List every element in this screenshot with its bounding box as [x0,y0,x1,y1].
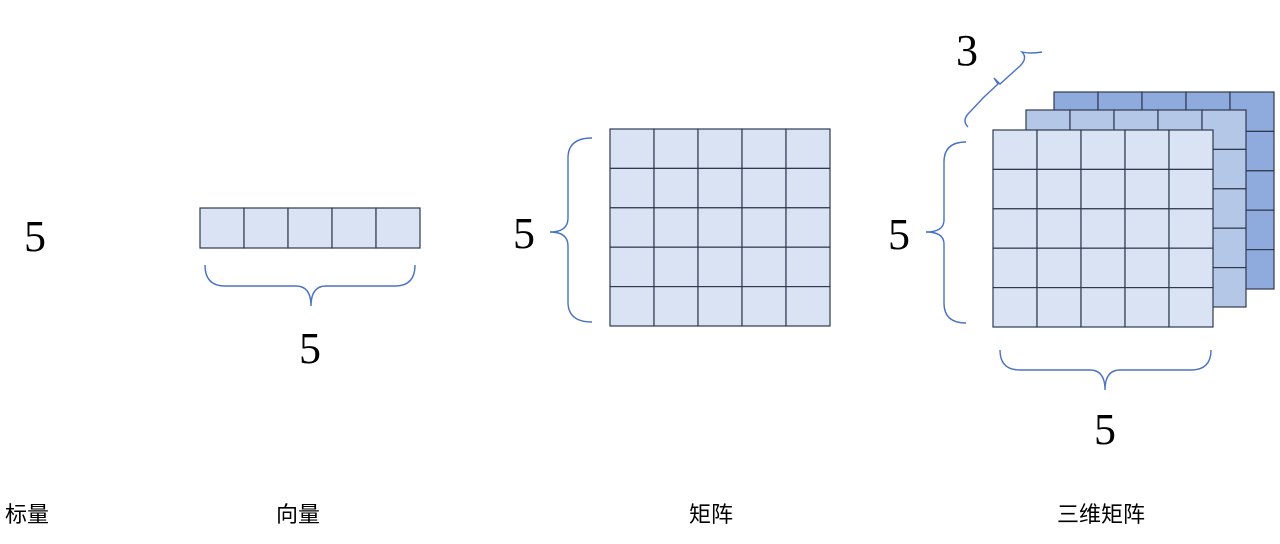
tensor-front-cell [1168,247,1214,289]
tensor-front-cell [1124,247,1170,289]
scalar-caption: 标量 [5,503,49,528]
matrix-cell [741,128,787,170]
matrix-cell [785,167,831,209]
tensor-front-cell [992,129,1038,171]
vector-cell [199,207,245,249]
tensor-row-brace [925,141,967,324]
tensor-front-cell [992,287,1038,328]
matrix-row-brace [549,137,593,323]
tensor-front-cell [1080,208,1126,249]
matrix-cell [741,246,787,288]
tensor-front-cell [1080,287,1126,328]
tensor-row-label: 5 [888,210,910,259]
tensor-front-cell [1080,168,1126,210]
matrix-cell [653,286,699,327]
matrix-cell [653,128,699,170]
matrix-cell [697,246,743,288]
tensor-depth-label: 3 [956,26,978,75]
tensor-caption: 三维矩阵 [1057,503,1145,528]
matrix-cell [785,207,831,248]
matrix-cell [785,286,831,327]
matrix-cell [697,207,743,248]
tensor-front-cell [1080,247,1126,289]
tensor-column-brace [999,349,1212,391]
tensor-front-cell [1168,129,1214,171]
tensor-front-cell [1168,208,1214,249]
matrix-cell [785,246,831,288]
tensor-front-cell [1168,168,1214,210]
matrix-cell [653,207,699,248]
matrix-cell [609,167,655,209]
tensor-front-cell [1124,208,1170,249]
matrix-cell [609,246,655,288]
tensor-front-cell [1036,168,1082,210]
vector-cell [375,207,421,249]
matrix-cell [697,167,743,209]
vector-cell [331,207,377,249]
matrix-cell [785,128,831,170]
tensor-front-cell [1080,129,1126,171]
tensor-layer-front [992,129,1214,328]
matrix-cell [697,128,743,170]
matrix-cell [609,207,655,248]
tensor-front-cell [1036,287,1082,328]
matrix-cell [653,167,699,209]
matrix-cell [741,167,787,209]
tensor-front-cell [1124,168,1170,210]
vector-dimension-label: 5 [299,324,321,373]
tensor-column-label: 5 [1094,405,1116,454]
matrix-cell [609,286,655,327]
matrix-dimension-label: 5 [513,209,535,258]
matrix-cell [741,286,787,327]
tensor-front-cell [1124,287,1170,328]
matrix-cell [741,207,787,248]
tensor-depth-brace [964,50,1043,128]
tensor-front-cell [1036,208,1082,249]
vector-width-brace [204,264,416,307]
vector-caption: 向量 [276,503,320,528]
scalar-value: 5 [24,212,46,261]
matrix-caption: 矩阵 [689,503,733,528]
tensor-front-cell [1124,129,1170,171]
vector-cell [287,207,333,249]
matrix-cell [653,246,699,288]
tensor-front-cell [992,208,1038,249]
tensor-front-cell [992,168,1038,210]
tensor-front-cell [992,247,1038,289]
tensor-front-cell [1036,247,1082,289]
matrix-grid [609,128,831,327]
matrix-cell [609,128,655,170]
vector-grid [199,207,421,249]
tensor-front-cell [1036,129,1082,171]
matrix-cell [697,286,743,327]
tensor-front-cell [1168,287,1214,328]
vector-cell [243,207,289,249]
